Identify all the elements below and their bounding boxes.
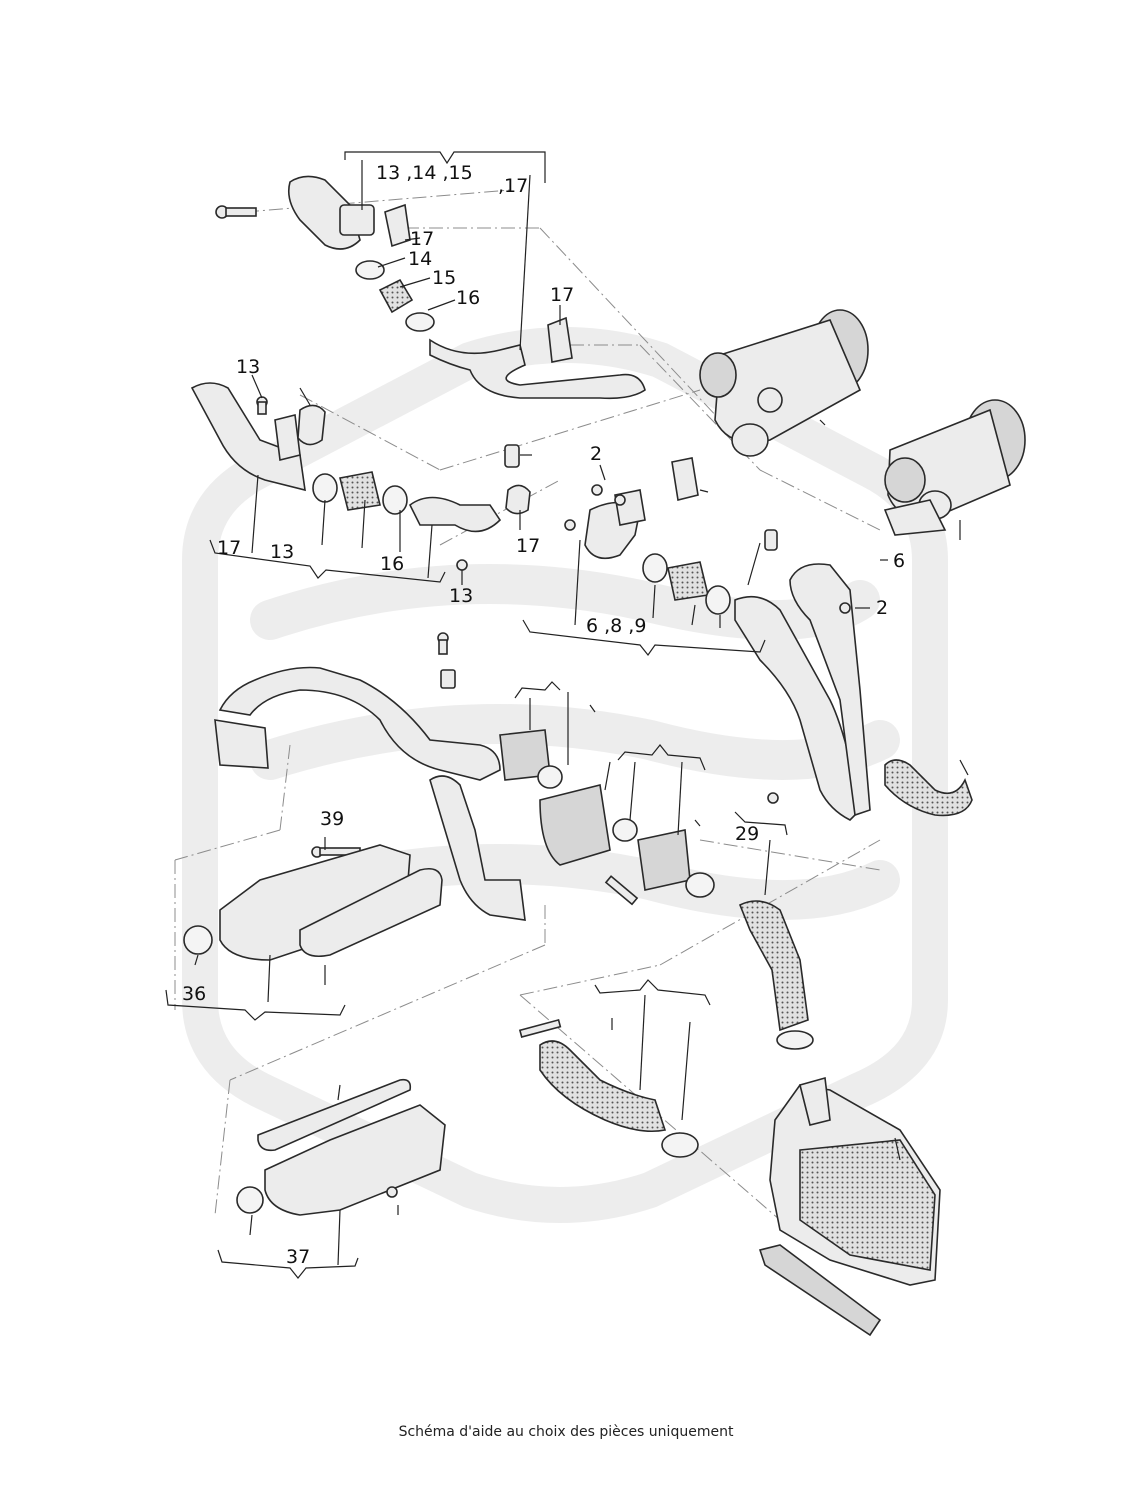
intercooler-inlet-pipe [799, 1076, 831, 1126]
bolt-icon [518, 1018, 562, 1039]
pipe-left-connector [408, 496, 502, 533]
callout-36: 36 [182, 983, 206, 1005]
throttle-body-right [637, 829, 691, 891]
callout-14: 14 [408, 248, 432, 270]
gasket-left [297, 404, 326, 446]
clamp-lower-right [776, 1030, 814, 1050]
pipe-flange [339, 204, 375, 236]
clamp-left [312, 473, 338, 503]
o-ring-37 [236, 1186, 264, 1214]
clamp-right [642, 553, 668, 583]
charge-air-cooler-lower [236, 1078, 446, 1216]
intercooler-core [799, 1139, 936, 1271]
turbocharger-lower [883, 399, 1026, 536]
sensor-icon [504, 444, 520, 468]
upper-intake-pipe-assembly [215, 175, 646, 400]
clamp-right-2 [705, 585, 731, 615]
callout-13-bolt: 13 [236, 356, 260, 378]
throttle-body-center [539, 784, 611, 866]
callout-15: 15 [432, 267, 456, 289]
bolt-icon [564, 484, 626, 531]
callout-2-top: 2 [590, 443, 602, 465]
flange-left [274, 414, 301, 461]
clamp-lower-center [661, 1132, 699, 1158]
callout-6: 6 [893, 550, 905, 572]
intercooler-gasket-upper [299, 867, 443, 958]
intercooler-bracket [758, 1244, 882, 1337]
callout-16-top: 16 [456, 287, 480, 309]
clamp-14-top [355, 260, 385, 280]
callout-17-right: 17 [550, 284, 574, 306]
callout-6-8-9: 6 ,8 ,9 [586, 615, 646, 637]
left-intake-pipe-assembly [190, 382, 531, 571]
hose-elbow-right [884, 759, 973, 817]
callout-17-top: ,17 [498, 175, 528, 197]
clamp-left-2 [382, 485, 408, 515]
bolt-icon [311, 846, 361, 858]
bolt-icon [456, 559, 468, 571]
turbocharger-upper [699, 309, 869, 457]
callout-37: 37 [286, 1246, 310, 1268]
clamp-center [685, 872, 715, 898]
gasket-17-top [384, 203, 411, 248]
clamp-16-top [405, 312, 435, 332]
center-manifold-assembly [214, 632, 715, 921]
o-ring-36 [183, 925, 213, 955]
callout-16-left: 16 [380, 553, 404, 575]
callout-17-mid: 17 [516, 535, 540, 557]
hose-left [339, 471, 381, 511]
sensor-icon [764, 529, 778, 551]
callout-13-bottom: 13 [449, 585, 473, 607]
bolt-icon [386, 1186, 398, 1198]
y-pipe-right [734, 595, 861, 821]
callout-labels: 13 ,14 ,15 ,17 17 14 15 16 17 13 17 13 1… [182, 162, 905, 1268]
hose-curved-lower [539, 1040, 667, 1133]
gasket-right [671, 457, 699, 501]
assembly-dash-lines [174, 189, 881, 1221]
hose-vertical [738, 900, 809, 1032]
callout-29: 29 [735, 823, 759, 845]
bolt-icon [767, 602, 851, 804]
bolt-icon [604, 875, 639, 906]
crossover-flange [214, 719, 269, 769]
hose-right [667, 561, 709, 601]
intercooler-housing-lower [264, 1104, 446, 1216]
charge-air-cooler-upper [183, 844, 443, 961]
callout-39: 39 [320, 808, 344, 830]
long-crossover-pipe [218, 666, 501, 781]
intercooler-gasket-lower [257, 1078, 412, 1152]
callout-2-right: 2 [876, 597, 888, 619]
bolt-icon [215, 205, 257, 219]
bolt-icon [437, 632, 456, 689]
callout-17-gasket: 17 [410, 228, 434, 250]
leader-lines [165, 151, 969, 1279]
hose-15-top [378, 278, 414, 314]
o-ring-icon [612, 818, 638, 842]
lower-right-hose-assembly [518, 900, 941, 1337]
gasket-17-mid [505, 484, 531, 515]
callout-13-left: 13 [270, 541, 294, 563]
curved-pipe-left [190, 382, 306, 492]
diagram-caption: Schéma d'aide au choix des pièces unique… [398, 1424, 734, 1440]
bolt-icon [256, 396, 268, 415]
callout-17-left: 17 [217, 537, 241, 559]
long-pipe-top [429, 338, 646, 400]
down-pipe-center [429, 775, 526, 921]
right-intake-pipe-assembly [564, 457, 973, 821]
callout-13-14-15: 13 ,14 ,15 [376, 162, 473, 184]
y-pipe-right-branch [789, 563, 871, 817]
o-ring-icon [537, 765, 563, 789]
